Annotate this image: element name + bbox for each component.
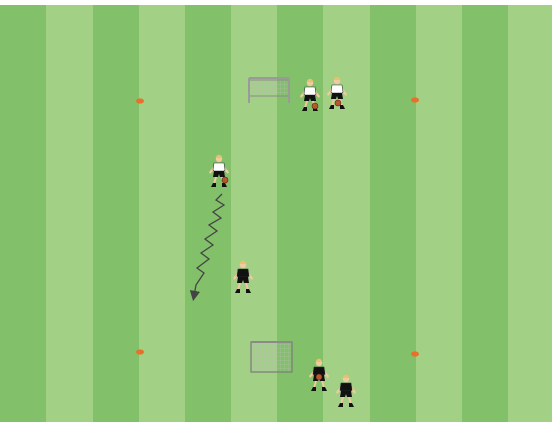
- cone-top-left: [136, 98, 144, 103]
- cone-bottom-right: [411, 351, 419, 356]
- pitch-stripe: [93, 5, 139, 422]
- pitch-stripe: [508, 5, 552, 422]
- ball-icon: [312, 103, 318, 109]
- cone-bottom-left: [136, 349, 144, 354]
- pitch-stripe: [462, 5, 508, 422]
- pitch-stripe: [46, 5, 93, 422]
- ball-icon: [222, 177, 228, 183]
- bottom-goal: [251, 342, 292, 372]
- ball-icon: [316, 374, 322, 380]
- pitch-stripe: [416, 5, 462, 422]
- pitch-stripe: [185, 5, 231, 422]
- cone-top-right: [411, 97, 419, 102]
- pitch-stripe: [0, 5, 46, 422]
- pitch-stripe: [139, 5, 185, 422]
- pitch-stripe: [370, 5, 416, 422]
- ball-icon: [335, 100, 341, 106]
- pitch-stripe: [323, 5, 370, 422]
